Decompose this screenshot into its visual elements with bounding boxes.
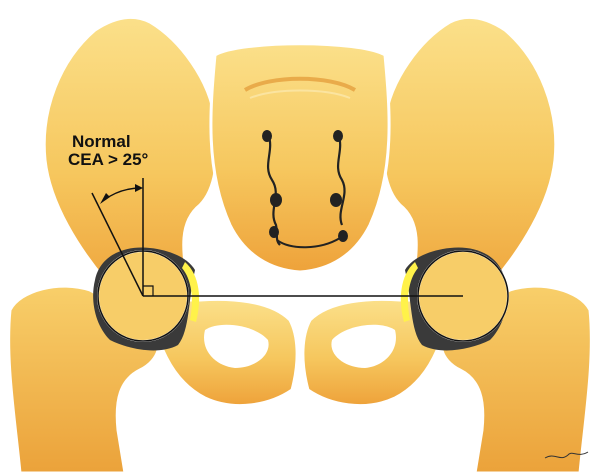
annotation-line-normal: Normal [72,132,131,152]
annotation-line-cea: CEA > 25° [68,150,148,170]
